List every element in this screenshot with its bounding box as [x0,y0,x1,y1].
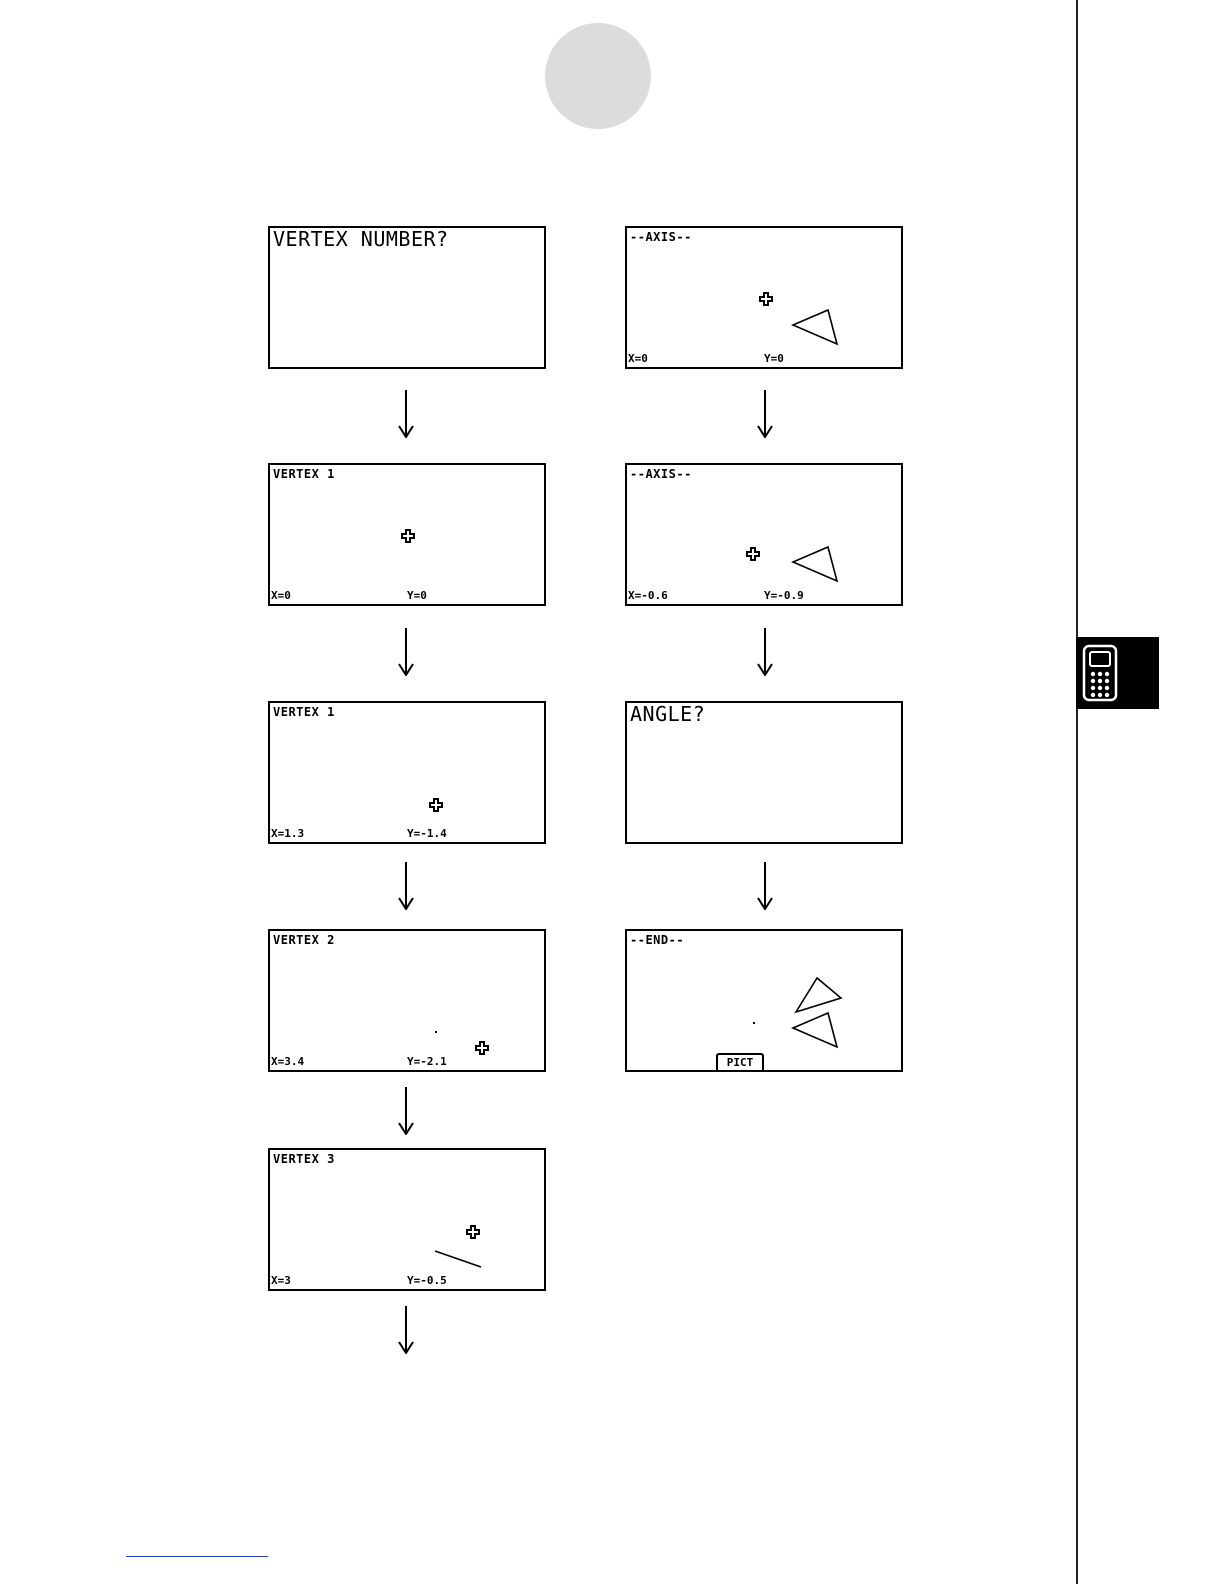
calculator-icon [1082,644,1118,702]
y-coordinate: Y=-2.1 [407,1056,447,1068]
plus-cursor-icon [747,548,759,560]
rotated-triangle [796,978,841,1012]
plus-cursor-icon [467,1226,479,1238]
graph-area [627,228,903,369]
down-arrow-icon [398,628,414,676]
y-coordinate: Y=-1.4 [407,828,447,840]
x-coordinate: X=3 [271,1275,291,1287]
down-arrow-icon [398,1306,414,1354]
y-coordinate: Y=-0.9 [764,590,804,602]
y-coordinate: Y=0 [407,590,427,602]
calculator-screen-vertex-number: VERTEX NUMBER? [268,226,546,369]
graph-area [270,703,546,844]
calculator-screen-axis-moved: --AXIS-- X=-0.6 Y=-0.9 [625,463,903,606]
vertex-point [435,1031,437,1033]
plus-cursor-icon [430,799,442,811]
down-arrow-icon [398,390,414,438]
triangle [793,310,837,344]
y-coordinate: Y=0 [764,353,784,365]
screen-prompt: VERTEX NUMBER? [273,229,449,249]
x-coordinate: X=-0.6 [628,590,668,602]
chapter-tab[interactable] [1076,637,1159,709]
down-arrow-icon [757,862,773,910]
triangle [793,547,837,581]
calculator-screen-end: --END-- PICT [625,929,903,1072]
calculator-screen-axis: --AXIS-- X=0 Y=0 [625,226,903,369]
graph-area [270,931,546,1072]
down-arrow-icon [398,1087,414,1135]
x-coordinate: X=3.4 [271,1056,304,1068]
plus-cursor-icon [760,293,772,305]
chapter-circle [545,23,651,129]
calculator-screen-vertex-2: VERTEX 2 X=3.4 Y=-2.1 [268,929,546,1072]
x-coordinate: X=0 [271,590,291,602]
pict-function-key[interactable]: PICT [716,1053,764,1070]
margin-rule [1076,0,1078,1584]
plus-cursor-icon [476,1042,488,1054]
triangle [793,1013,837,1047]
calculator-screen-vertex-1: VERTEX 1 X=0 Y=0 [268,463,546,606]
plus-cursor-icon [402,530,414,542]
axis-point [753,1022,755,1024]
calculator-screen-vertex-1-moved: VERTEX 1 X=1.3 Y=-1.4 [268,701,546,844]
footer-link[interactable] [126,1556,268,1557]
graph-area [270,1150,546,1291]
graph-area [270,465,546,606]
graph-area [627,465,903,606]
down-arrow-icon [398,862,414,910]
calculator-screen-angle: ANGLE? [625,701,903,844]
graph-area [627,931,903,1072]
triangle-edge [435,1251,481,1267]
screen-prompt: ANGLE? [630,704,705,724]
down-arrow-icon [757,390,773,438]
x-coordinate: X=0 [628,353,648,365]
calculator-screen-vertex-3: VERTEX 3 X=3 Y=-0.5 [268,1148,546,1291]
x-coordinate: X=1.3 [271,828,304,840]
y-coordinate: Y=-0.5 [407,1275,447,1287]
down-arrow-icon [757,628,773,676]
